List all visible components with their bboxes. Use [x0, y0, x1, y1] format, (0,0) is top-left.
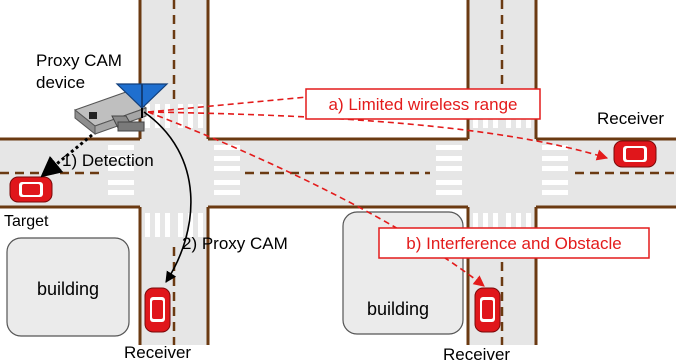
interference-label: b) Interference and Obstacle [406, 234, 621, 253]
receiver-car-bottom-left [144, 287, 171, 333]
receiver-right-label: Receiver [597, 109, 664, 128]
detection-arrow [40, 133, 93, 178]
limited-range-label: a) Limited wireless range [329, 95, 518, 114]
camera-icon [73, 91, 148, 136]
proxy-cam-device-label-line2: device [36, 73, 85, 92]
target-car [9, 176, 53, 203]
proxy-cam-label: 2) Proxy CAM [182, 234, 288, 253]
limited-range-arrow [147, 95, 319, 113]
interference-arrow [147, 111, 485, 287]
antenna-icon [115, 83, 169, 118]
vertical-road-left [140, 0, 208, 345]
proxy-cam-arrow [143, 111, 192, 283]
receiver-bottom-left-label: Receiver [124, 343, 191, 362]
proxy-cam-device-label-line1: Proxy CAM [36, 51, 122, 70]
building-right-label: building [367, 299, 429, 319]
range-to-receiver-right-arrow [147, 111, 609, 161]
interference-box [378, 227, 650, 259]
building-left-label: building [37, 279, 99, 299]
receiver-car-bottom-right [474, 287, 501, 333]
limited-range-box [305, 88, 541, 120]
target-label: Target [4, 213, 49, 230]
lane-markings [0, 0, 676, 345]
vertical-road-right [468, 0, 536, 345]
detection-label: 1) Detection [62, 151, 154, 170]
receiver-bottom-right-label: Receiver [443, 345, 510, 362]
road-edges [0, 0, 676, 345]
building-left [6, 237, 130, 337]
receiver-car-right [613, 140, 657, 168]
